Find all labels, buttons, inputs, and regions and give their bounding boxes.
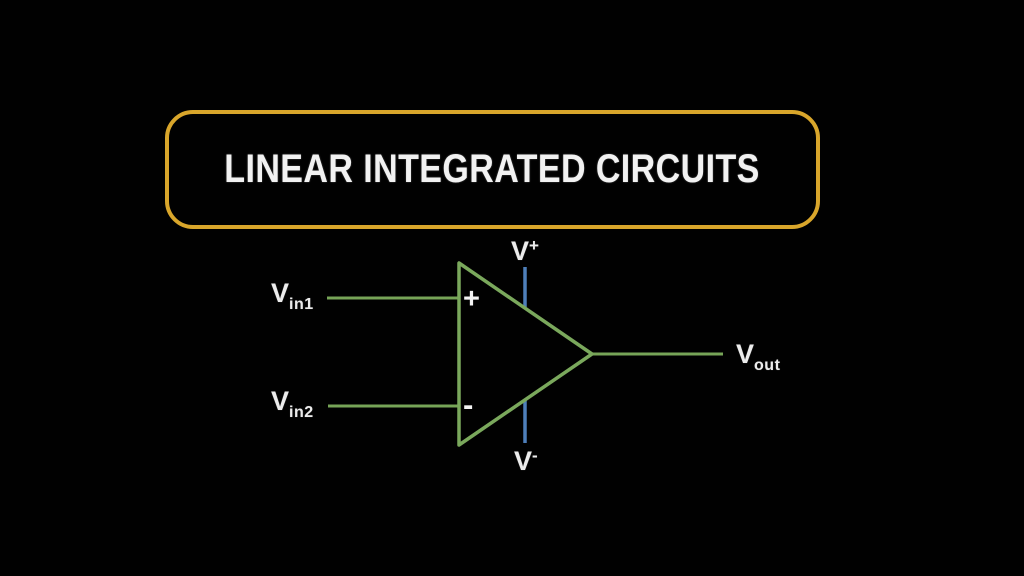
positive-supply-label-superscript: + — [529, 236, 539, 255]
input2-label: Vin2 — [271, 388, 314, 421]
positive-supply-label: V+ — [511, 237, 539, 265]
negative-supply-label-superscript: - — [532, 446, 538, 465]
negative-supply-label-base: V — [514, 446, 533, 476]
input2-label-base: V — [271, 386, 290, 416]
title-banner: LINEAR INTEGRATED CIRCUITS — [165, 110, 820, 229]
input1-label-base: V — [271, 278, 290, 308]
input1-label-subscript: in1 — [289, 296, 314, 313]
noninverting-input-sign: + — [463, 283, 480, 315]
input1-label: Vin1 — [271, 280, 314, 313]
output-label-subscript: out — [754, 357, 781, 374]
positive-supply-label-base: V — [511, 236, 530, 266]
inverting-input-sign: - — [463, 387, 474, 422]
page-title: LINEAR INTEGRATED CIRCUITS — [224, 147, 761, 191]
output-label-base: V — [736, 339, 755, 369]
input2-label-subscript: in2 — [289, 404, 314, 421]
negative-supply-label: V- — [514, 447, 538, 475]
op-amp-triangle — [457, 261, 594, 447]
output-label: Vout — [736, 341, 780, 374]
